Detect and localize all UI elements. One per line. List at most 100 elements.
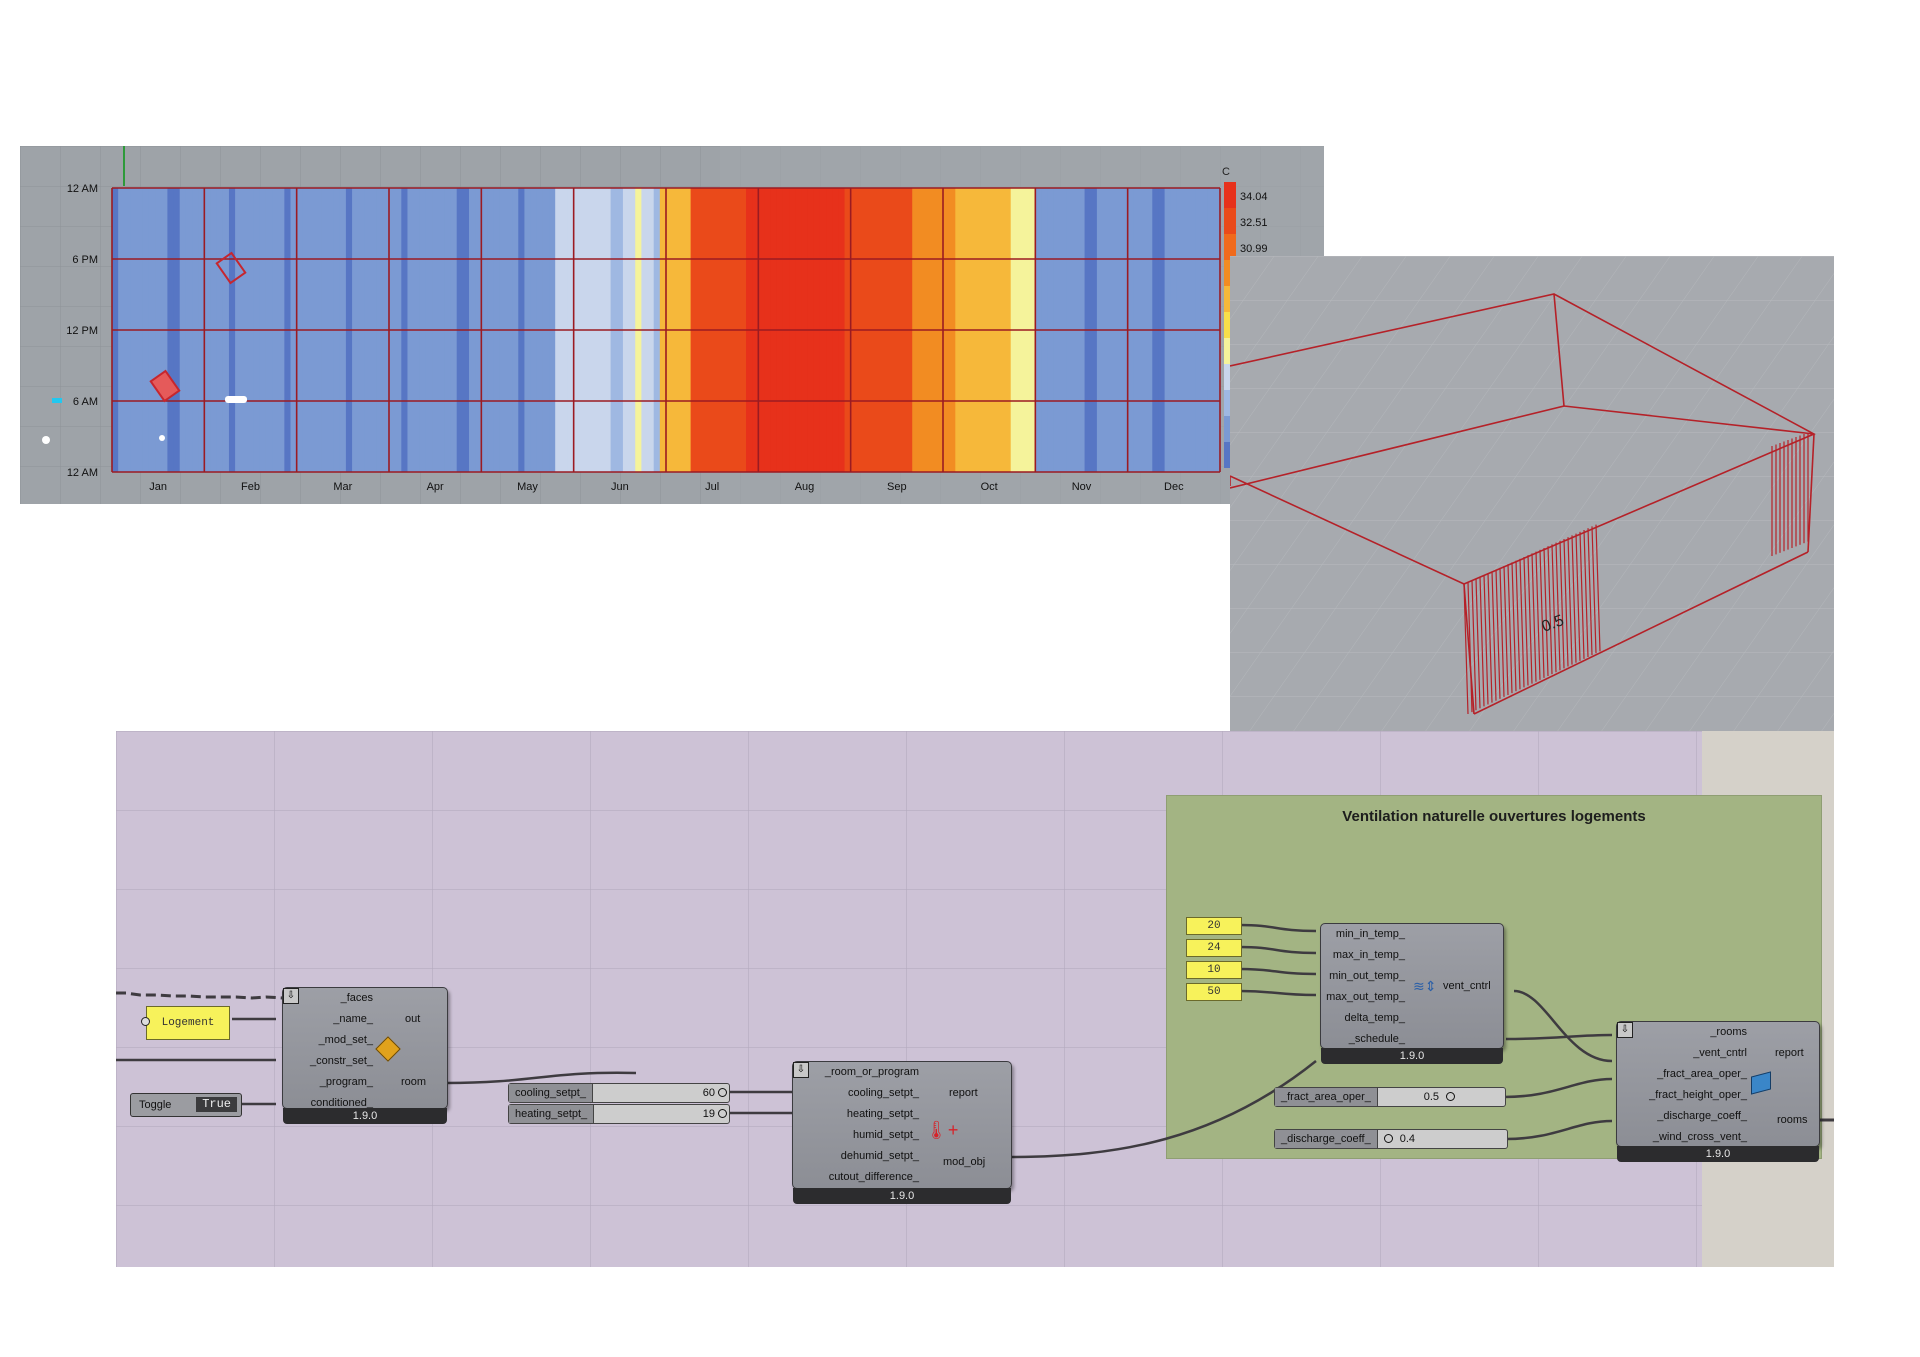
aperture-hatch [1551,544,1557,673]
x-tick-label: Jun [611,481,629,493]
port-fract-height-oper[interactable]: _fract_height_oper_ [1649,1089,1747,1101]
port-conditioned[interactable]: conditioned_ [310,1097,373,1109]
port-max-out-temp[interactable]: max_out_temp_ [1326,991,1405,1003]
gh-layer: Ventilation naturelle ouvertures logemen… [116,731,1834,1267]
aperture-hatch [1567,537,1573,665]
aperture-hatch [1487,573,1493,703]
port-humid-setpt[interactable]: humid_setpt_ [852,1129,919,1141]
x-tick-label: Apr [427,481,444,493]
x-tick-label: May [517,481,538,493]
airflow-icon: ≋⇕ [1413,978,1437,994]
port-min-out-temp[interactable]: min_out_temp_ [1329,970,1405,982]
port-rooms-in[interactable]: _rooms [1710,1026,1747,1038]
slider-heating-knob[interactable] [718,1109,727,1118]
panel-max-in[interactable]: 24 [1186,939,1242,957]
aperture-hatch [1539,549,1545,678]
arrow-down-icon[interactable]: ⇩ [1617,1022,1633,1038]
aperture-hatch [1587,528,1593,656]
aperture-hatch [1591,526,1597,654]
toggle-value[interactable]: True [196,1097,237,1112]
panel-logement[interactable]: Logement [146,1006,230,1040]
white-marker [225,396,247,403]
slider-discharge[interactable]: _discharge_coeff_ 0.4 [1274,1129,1508,1149]
panel-min-out[interactable]: 10 [1186,961,1242,979]
port-name[interactable]: _name_ [333,1013,373,1025]
port-fract-area-oper[interactable]: _fract_area_oper_ [1657,1068,1747,1080]
port-delta-temp[interactable]: delta_temp_ [1344,1012,1405,1024]
slider-cooling-label: cooling_setpt_ [509,1084,593,1102]
slider-discharge-knob[interactable] [1384,1134,1393,1143]
slider-heating[interactable]: heating_setpt_ 19 [508,1104,730,1124]
port-discharge-coeff[interactable]: _discharge_coeff_ [1657,1110,1747,1122]
room-wireframe [1230,293,1816,715]
ventilation-control-node[interactable]: min_in_temp_ max_in_temp_ min_out_temp_ … [1320,923,1504,1064]
aperture-hatch [1563,538,1569,667]
x-tick-label: Feb [241,481,260,493]
port-schedule[interactable]: _schedule_ [1348,1033,1405,1045]
port-mod-obj[interactable]: mod_obj [943,1156,986,1168]
aperture-hatch [1523,556,1529,686]
port-cutout-difference[interactable]: cutout_difference_ [828,1171,919,1183]
slider-heating-value: 19 [702,1108,715,1120]
aperture-hatch [1499,567,1505,697]
aperture-hatch [1535,551,1541,680]
port-wind-cross-vent[interactable]: _wind_cross_vent_ [1652,1131,1747,1143]
room-from-faces-node[interactable]: ⇩ _faces _name_ _mod_set_ _constr_set_ _… [282,987,448,1124]
port-program[interactable]: _program_ [319,1076,373,1088]
toggle-conditioned[interactable]: Toggle True [130,1093,242,1117]
port-room[interactable]: room [401,1076,427,1088]
port-vent-cntrl[interactable]: vent_cntrl [1443,980,1491,992]
slider-fract-area[interactable]: _fract_area_oper_ 0.5 [1274,1087,1506,1107]
legend-unit: C [1222,166,1230,178]
aperture-hatch [1579,531,1585,659]
aperture-hatch [1531,553,1537,682]
arrow-down-icon[interactable]: ⇩ [283,988,299,1004]
aperture-hatch [1507,564,1513,694]
aperture-hatch [1547,546,1553,675]
port-rooms-out[interactable]: rooms [1777,1114,1808,1126]
port-out[interactable]: out [405,1013,421,1025]
wire-fract-area [1503,1077,1613,1099]
port-report[interactable]: report [949,1087,978,1099]
aperture-hatch [1503,565,1509,696]
x-tick-label: Sep [887,481,907,493]
wire-ventcntrl [1513,989,1613,1063]
thermometer-plus-icon: 🌡+ [925,1120,959,1140]
port-faces[interactable]: _faces [340,992,373,1004]
port-mod-set[interactable]: _mod_set_ [318,1034,373,1046]
port-cooling-setpt[interactable]: cooling_setpt_ [848,1087,919,1099]
port-dehumid-setpt[interactable]: dehumid_setpt_ [840,1150,919,1162]
wire-rooms [1505,1033,1613,1041]
window-opening-node[interactable]: ⇩ _rooms _vent_cntrl _fract_area_oper_ _… [1616,1021,1820,1162]
arrow-down-icon[interactable]: ⇩ [793,1062,809,1078]
panel-max-out[interactable]: 50 [1186,983,1242,1001]
x-tick-label: Nov [1072,481,1092,493]
slider-cooling-knob[interactable] [718,1088,727,1097]
opening-node-version: 1.9.0 [1617,1146,1819,1162]
port-constr-set[interactable]: _constr_set_ [310,1055,373,1067]
room-3d-svg: 0.5 [1230,256,1834,731]
apply-setpoint-node[interactable]: ⇩ _room_or_program cooling_setpt_ heatin… [792,1061,1012,1204]
port-room-or-program[interactable]: _room_or_program [824,1066,919,1078]
port-min-in-temp[interactable]: min_in_temp_ [1335,928,1405,940]
slider-fract-area-knob[interactable] [1446,1092,1455,1101]
wire-modobj [1009,1060,1317,1159]
y-tick-label: 12 AM [67,467,98,479]
port-heating-setpt[interactable]: heating_setpt_ [846,1108,919,1120]
port-vent-cntrl-in[interactable]: _vent_cntrl [1693,1047,1747,1059]
slider-cooling[interactable]: cooling_setpt_ 60 [508,1083,730,1103]
x-tick-label: Oct [981,481,998,493]
aperture-hatch [1475,578,1481,709]
aperture-hatch [1483,574,1489,705]
room-3d-viewport[interactable]: 0.5 [1230,256,1834,731]
legend-value: 34.04 [1240,191,1268,203]
panel-logement-grip[interactable] [141,1017,150,1026]
wire-min-in [1239,923,1317,933]
y-tick-label: 6 PM [72,254,98,266]
port-report-out[interactable]: report [1775,1047,1804,1059]
port-max-in-temp[interactable]: max_in_temp_ [1332,949,1405,961]
wire-max-out [1239,989,1317,997]
panel-min-in[interactable]: 20 [1186,917,1242,935]
